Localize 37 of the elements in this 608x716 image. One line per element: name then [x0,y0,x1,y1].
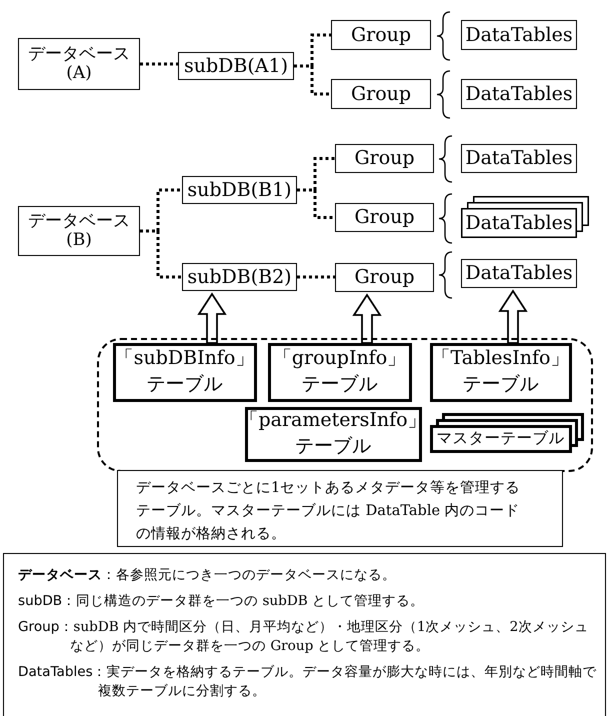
table-box: 「parametersInfo」テーブル [244,406,422,462]
table-box: 「subDBInfo」テーブル [112,342,256,402]
table-box: 「groupInfo」テーブル [268,342,412,402]
definition-text: データベース：各参照元につき一つのデータベースになる。 [18,566,397,585]
dotted-connector [140,62,178,66]
hollow-arrow [498,289,528,344]
data-table-box: DataTables [461,259,577,288]
subdb-box: subDB(B1) [182,176,297,204]
table-box: 「TablesInfo」テーブル [430,342,572,402]
hollow-arrow [197,292,227,344]
note-box: データベースごとに1セットあるメタデータ等を管理するテーブル。マスターテーブルには DataTable 内のコードの情報が格納される。 [117,470,563,547]
dotted-connector [297,188,335,219]
data-table-box: DataTables [461,79,577,109]
group-box: Group [335,263,434,292]
database-box: データベース(A) [18,38,140,90]
dotted-connector [294,64,331,96]
definition-text: DataTables：実データを格納するテーブル。データ容量が膨大な時には、年別など時間軸で複数テーブルに分割する。 [18,663,597,701]
dotted-connector [140,230,182,278]
subdb-box: subDB(A1) [178,52,294,80]
data-table-box: DataTables [461,144,577,173]
definition-text: Group：subDB 内で時間区分（日、月平均など）・地理区分（1次メッシュ、2次メッシュなど）が同じデータ群を一つの Group として管理する。 [18,618,590,656]
database-box: データベース(B) [18,206,140,256]
hollow-arrow [352,293,382,344]
dotted-connector [297,276,335,278]
dashed-group-frame [97,338,593,472]
group-box: Group [335,144,434,173]
stacked-table-box [430,412,584,452]
stacked-table-box [461,196,589,238]
data-table-box: DataTables [461,20,577,50]
box-label: マスターテーブル [436,428,566,449]
definition-text: subDB：同じ構造のデータ群を一つの subDB として管理する。 [18,592,426,611]
group-box: Group [335,203,434,232]
group-box: Group [331,79,431,109]
definition-box [3,553,606,716]
box-label: DataTables [464,210,574,236]
group-box: Group [331,20,431,50]
subdb-box: subDB(B2) [182,263,297,291]
